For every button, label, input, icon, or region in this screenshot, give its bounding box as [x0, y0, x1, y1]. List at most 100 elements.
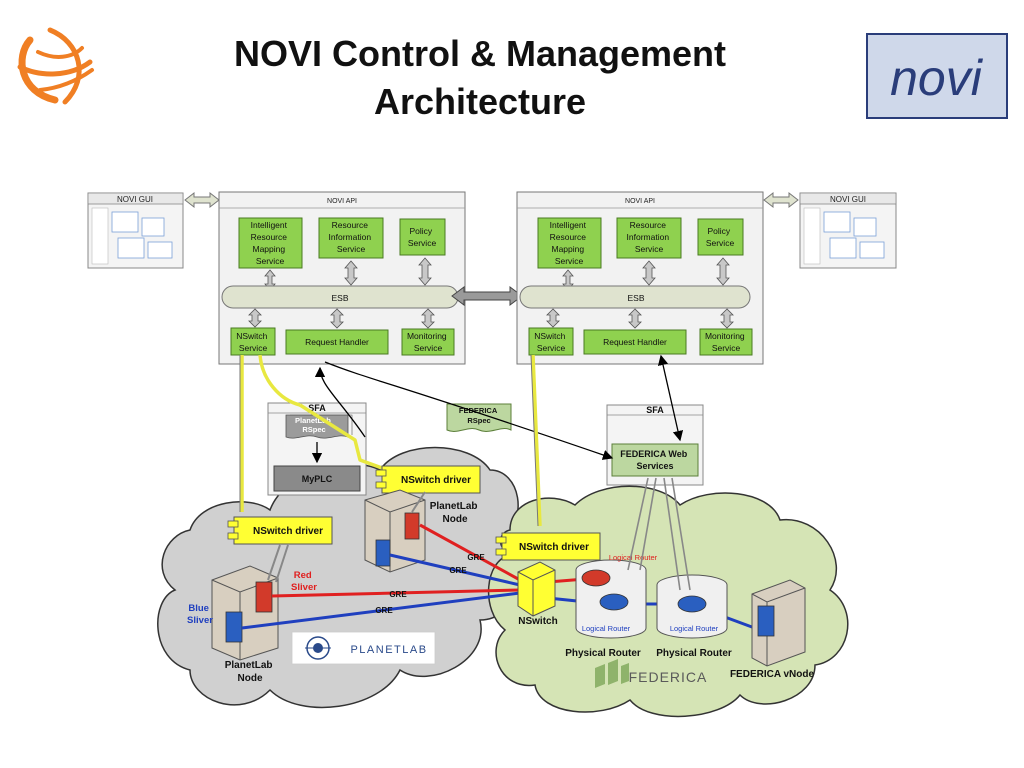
title-line-1: NOVI Control & Management	[233, 33, 727, 74]
nswitch-driver-right: NSwitch driver	[495, 532, 601, 561]
policy-left-box	[399, 218, 446, 256]
planetlab-node-bottom-line-1: PlanetLab	[225, 660, 273, 671]
gre-label-1: GRE	[467, 553, 485, 562]
novi-api-right: NOVI API Intelligent Resource Mapping Se…	[516, 191, 764, 365]
svg-text:PlanetLab RSpec: PlanetLab RSpec	[295, 416, 333, 434]
driver-node-arrows	[267, 491, 426, 583]
gre-label-2: GRE	[449, 566, 467, 575]
sfa-left: SFA PlanetLab RSpec MyPLC	[267, 402, 367, 496]
esb-left-label: ESB	[331, 293, 348, 303]
federica-web-services-line-1: FEDERICA Web	[620, 449, 688, 459]
monitoring-left-box	[401, 328, 455, 356]
novi-gui-right-label: NOVI GUI	[830, 195, 866, 204]
nswitch-service-left-line-1: NSwitch	[236, 331, 267, 341]
request-handler-left-label: Request Handler	[305, 337, 369, 347]
sfa-left-label: SFA	[308, 403, 326, 413]
title-line-2: Architecture	[373, 81, 587, 122]
ris-left-line-2: Information	[329, 232, 372, 242]
nswitch-service-left-line-2: Service	[239, 343, 268, 353]
planetlab-rspec-line-1: PlanetLab	[295, 416, 331, 425]
ris-right-line-3: Service	[635, 244, 664, 254]
monitoring-left-line-1: Monitoring	[407, 331, 447, 341]
nswitch-service-right-line-2: Service	[537, 343, 566, 353]
planetlab-node-top-line-1: PlanetLab	[430, 501, 478, 512]
nswitch-device: NSwitch	[517, 561, 558, 627]
policy-right-line-1: Policy	[707, 226, 730, 236]
svg-text:Policy Service: Policy Service	[408, 226, 437, 248]
nswitch-service-right-box	[528, 327, 574, 356]
nswitch-service-right-line-1: NSwitch	[534, 331, 565, 341]
api-right-header: NOVI API	[625, 198, 655, 205]
novi-logo-text: novi	[890, 50, 984, 106]
irms-right-line-3: Mapping	[552, 244, 585, 254]
api-left-header: NOVI API	[327, 198, 357, 205]
red-sliver-line-1: Red	[294, 570, 312, 581]
policy-right-line-2: Service	[706, 238, 735, 248]
federica-rspec-line-1: FEDERICA	[459, 406, 498, 415]
monitoring-left-line-2: Service	[414, 343, 443, 353]
federica-logo: FEDERICA	[595, 659, 708, 688]
planetlab-logo: PLANETLAB	[291, 631, 436, 665]
planetlab-rspec-line-2: RSpec	[302, 425, 325, 434]
svg-text:Intelligent Resource: Intelligent Resource Mapping Service	[251, 220, 290, 266]
monitoring-right-line-1: Monitoring	[705, 331, 745, 341]
physical-router-2: Logical Router Physical Router	[656, 574, 732, 659]
irms-left-line-4: Service	[256, 256, 285, 266]
red-sliver-line-2: Sliver	[291, 582, 317, 593]
nswitch-service-left-box	[230, 327, 276, 356]
request-handler-left-box	[285, 329, 389, 355]
policy-left-line-2: Service	[408, 238, 437, 248]
nswitch-label: NSwitch	[518, 616, 557, 627]
physical-router-1-label: Physical Router	[565, 648, 641, 659]
control-lines	[314, 354, 684, 460]
svg-text:NSwitch Service: NSwitch Service	[236, 331, 270, 353]
federica-web-services-line-2: Services	[636, 461, 673, 471]
request-handler-right-box	[583, 329, 687, 355]
sfa-right-label: SFA	[646, 405, 664, 415]
nswitch-driver-top-label: NSwitch driver	[401, 475, 471, 486]
svg-text:NSwitch Service: NSwitch Service	[534, 331, 568, 353]
policy-right-box	[697, 218, 744, 256]
planetlab-node-top: PlanetLab Node	[364, 489, 478, 573]
svg-text:Resource Information: Resource Information Service	[329, 220, 374, 254]
novi-gui-left: NOVI GUI	[87, 192, 184, 269]
physical-router-1: Logical Router Logical Router Physical R…	[565, 553, 657, 659]
planetlab-node-top-line-2: Node	[443, 514, 468, 525]
svg-text:FEDERICA Web Services: FEDERICA Web Services	[620, 449, 690, 471]
logical-router-2-label: Logical Router	[670, 624, 719, 633]
logical-router-1-label: Logical Router	[582, 624, 631, 633]
irms-right-line-4: Service	[555, 256, 584, 266]
ris-right-line-1: Resource	[630, 220, 667, 230]
novi-logo-icon: novi	[866, 33, 1008, 119]
blue-sliver-line-2: Sliver	[187, 615, 213, 626]
svg-text:Monitoring Service: Monitoring Service	[407, 331, 449, 353]
esb-right-label: ESB	[627, 293, 644, 303]
federica-rspec-doc: FEDERICA RSpec	[446, 403, 512, 432]
federica-vnode-label: FEDERICA vNode	[730, 669, 815, 680]
svg-text:Intelligent Resource: Intelligent Resource Mapping Service	[550, 220, 589, 266]
nswitch-driver-left-label: NSwitch driver	[253, 526, 323, 537]
nswitch-driver-top: NSwitch driver	[375, 465, 481, 494]
web-services-router-arrows	[627, 477, 691, 591]
gre-label-4: GRE	[375, 606, 393, 615]
ris-right-line-2: Information	[627, 232, 670, 242]
ris-left-line-3: Service	[337, 244, 366, 254]
federica-logo-text: FEDERICA	[629, 669, 708, 685]
gre-label-3: GRE	[389, 590, 407, 599]
nswitch-control-wires	[240, 354, 542, 527]
svg-text:Monitoring Service: Monitoring Service	[705, 331, 747, 353]
nswitch-driver-right-label: NSwitch driver	[519, 542, 589, 553]
physical-router-2-label: Physical Router	[656, 648, 732, 659]
svg-text:Resource Information: Resource Information Service	[627, 220, 672, 254]
ris-left-box	[318, 217, 384, 259]
federica-rspec-line-2: RSpec	[467, 416, 490, 425]
monitoring-right-box	[699, 328, 753, 356]
ris-right-box	[616, 217, 682, 259]
ris-left-line-1: Resource	[332, 220, 369, 230]
irms-left-box	[238, 217, 303, 269]
request-handler-right-label: Request Handler	[603, 337, 667, 347]
novi-api-left: NOVI API Intelligent Resource Mapping Se…	[218, 191, 466, 365]
myplc-label: MyPLC	[302, 474, 333, 484]
svg-text:FEDERICA RSpec: FEDERICA RSpec	[459, 406, 499, 425]
page-title: NOVI Control & Management Architecture	[160, 30, 800, 126]
